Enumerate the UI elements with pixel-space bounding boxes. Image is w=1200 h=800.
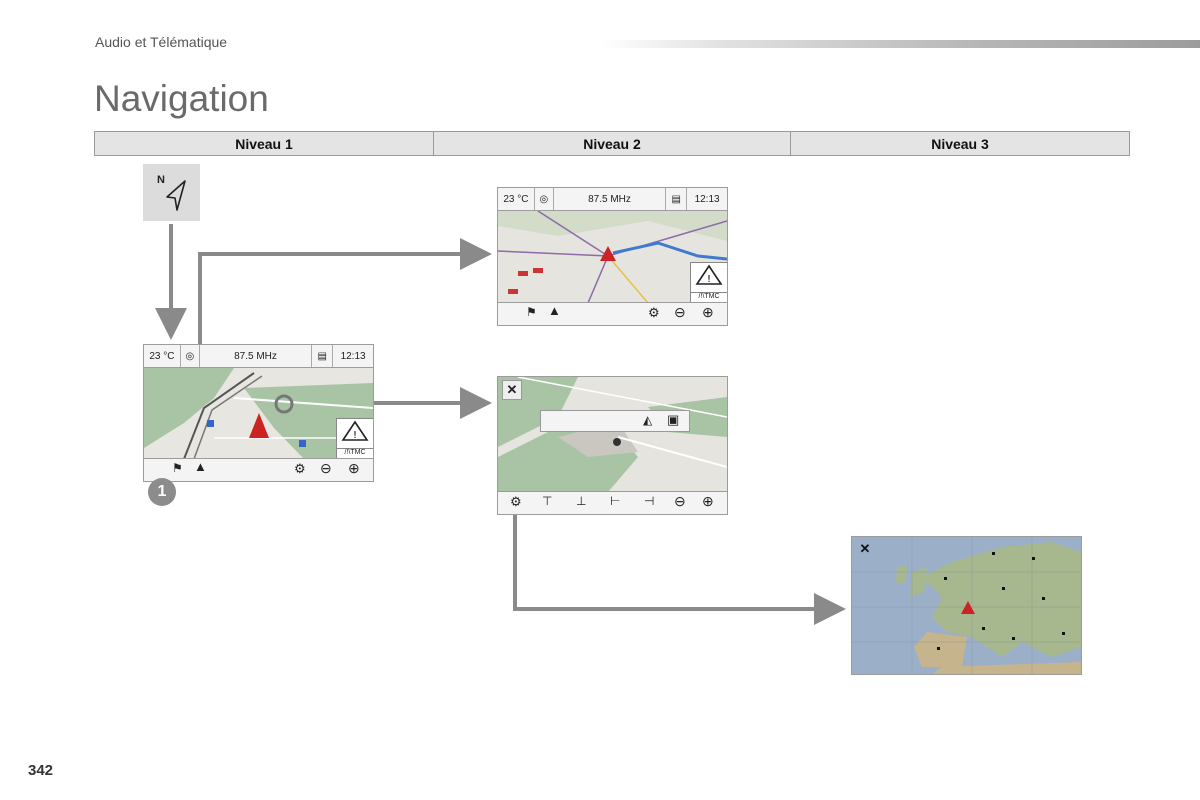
cursor-icon [274,394,294,414]
clock: 12:13 [686,188,727,210]
map-settings-icon[interactable]: ⚙ [648,305,660,320]
arrow-to-europe-screen [513,515,846,625]
radio-icon: ◎ [181,345,200,367]
warning-icon: ! [695,264,723,285]
messages-icon: ▤ [671,193,681,205]
close-button[interactable]: ✕ [502,380,522,400]
screen-europe-map: ✕ [851,536,1082,675]
position-pin-icon [613,438,621,446]
page-title: Navigation [94,78,269,119]
frequency: 87.5 MHz [200,345,313,367]
level-2-label: Niveau 2 [434,132,791,155]
toolbar: ⚑ ▲ ⚙ ⊖ ⊕ [498,302,727,325]
europe-map[interactable] [852,537,1081,674]
screen-cursor-map: ✕ ◭ ▣ ⚙ ⊤ ⊥ ⊢ ⊣ ⊖ ⊕ [497,376,728,515]
toolbar: ⚙ ⊤ ⊥ ⊢ ⊣ ⊖ ⊕ [498,491,727,514]
temperature: 23 °C [498,188,535,210]
save-icon[interactable]: ▣ [667,412,680,427]
close-button[interactable]: ✕ [856,540,874,558]
scroll-down-icon[interactable]: ⊥ [576,494,587,508]
scroll-up-icon[interactable]: ⊤ [542,494,553,508]
zoom-in-icon[interactable]: ⊕ [702,304,714,320]
levels-header: Niveau 1 Niveau 2 Niveau 3 [94,131,1130,156]
vehicle-marker-icon [249,413,269,438]
navigation-arrow-icon [166,180,186,211]
scroll-right-icon[interactable]: ⊣ [644,494,655,508]
clock: 12:13 [332,345,373,367]
section-title: Audio et Télématique [95,34,228,50]
zoom-out-icon[interactable]: ⊖ [674,493,686,509]
north-label: N [157,174,165,186]
svg-text:!: ! [353,430,357,441]
screen-main-map: 23 °C ◎ 87.5 MHz ▤ 12:13 ! /!\TMC ⚑ ▲ ⚙ … [143,344,374,482]
zoom-out-icon[interactable]: ⊖ [320,460,332,476]
tmc-label: /!\TMC [691,292,727,300]
navigation-button[interactable]: N [143,164,200,221]
warning-icon: ! [341,420,369,441]
map-view[interactable] [498,377,727,492]
map-view[interactable] [498,211,727,303]
callout-1: 1 [148,478,176,506]
messages-icon: ▤ [317,350,327,362]
status-bar: 23 °C ◎ 87.5 MHz ▤ 12:13 [144,345,373,368]
radio-icon: ◎ [535,188,554,210]
map-settings-icon[interactable]: ⚙ [510,494,522,509]
destination-flag-icon[interactable]: ⚑ [526,305,537,319]
svg-text:!: ! [707,274,711,285]
zoom-in-icon[interactable]: ⊕ [348,460,360,476]
screen-route-map: 23 °C ◎ 87.5 MHz ▤ 12:13 ! /!\TMC ⚑ ▲ ⚙ … [497,187,728,326]
frequency: 87.5 MHz [554,188,667,210]
level-3-label: Niveau 3 [931,135,989,152]
north-up-icon[interactable]: ▲ [194,459,207,474]
scroll-left-icon[interactable]: ⊢ [610,494,621,508]
zoom-out-icon[interactable]: ⊖ [674,304,686,320]
zoom-in-icon[interactable]: ⊕ [702,493,714,509]
destination-flag-icon[interactable]: ⚑ [172,461,183,475]
temperature: 23 °C [144,345,181,367]
tmc-label: /!\TMC [337,448,373,456]
north-up-icon[interactable]: ▲ [548,303,561,318]
vehicle-marker-icon [961,601,975,614]
page-number: 342 [28,762,54,779]
header-decoration-bar [600,40,1200,48]
cursor-action-panel: ◭ ▣ [540,410,690,432]
traffic-info[interactable]: ! /!\TMC [690,262,727,304]
level-1-label: Niveau 1 [95,132,434,155]
map-settings-icon[interactable]: ⚙ [294,461,306,476]
toolbar: ⚑ ▲ ⚙ ⊖ ⊕ [144,458,373,481]
navigate-here-icon[interactable]: ◭ [643,413,653,427]
vehicle-marker-icon [600,246,616,261]
traffic-info[interactable]: ! /!\TMC [336,418,373,460]
status-bar: 23 °C ◎ 87.5 MHz ▤ 12:13 [498,188,727,211]
